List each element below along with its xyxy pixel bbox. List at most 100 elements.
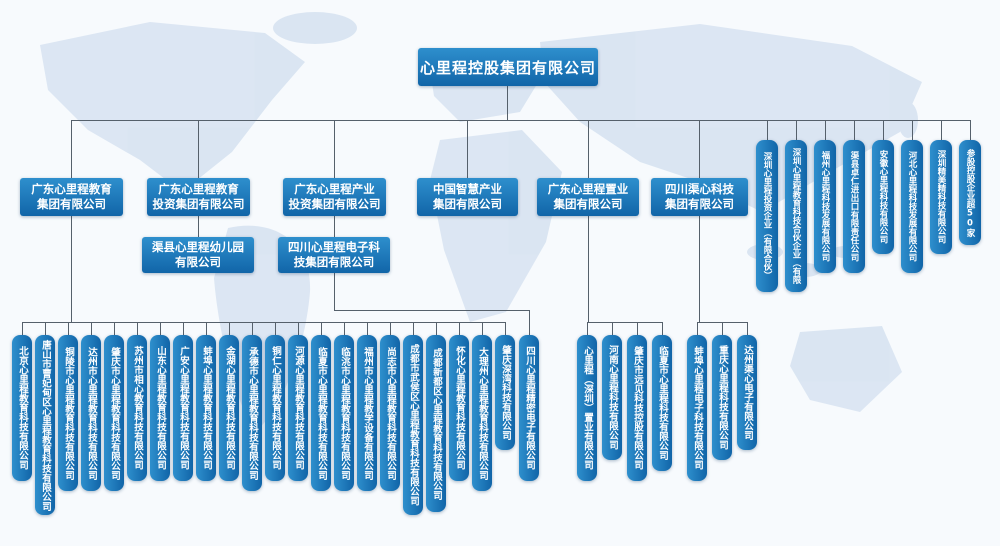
org-leaf-node: 肇庆市远见科技控股有限公司 xyxy=(627,335,647,481)
connector-line xyxy=(825,120,826,140)
connector-line xyxy=(321,322,322,335)
connector-line xyxy=(699,120,700,178)
connector-line xyxy=(507,86,508,120)
connector-line xyxy=(941,120,942,140)
connector-line xyxy=(697,322,698,335)
connector-line xyxy=(137,322,138,335)
org-leaf-node: 心里程（深圳）置业有限公司 xyxy=(577,335,597,481)
connector-line xyxy=(198,120,199,178)
org-leaf-node: 大理州心里程教育科技有限公司 xyxy=(472,335,492,491)
org-leaf-node: 临洮市心里程教育科技有限公司 xyxy=(334,335,354,491)
org-leaf-node: 铜仁心里程教育科技有限公司 xyxy=(265,335,285,481)
connector-line xyxy=(467,120,468,178)
org-node-division-property: 广东心里程置业 集团有限公司 xyxy=(537,178,639,216)
org-leaf-node: 成都新都区心里程教育科技有限公司 xyxy=(426,335,446,512)
connector-line xyxy=(334,310,530,311)
org-leaf-node: 铜陵市心里程教育科技有限公司 xyxy=(58,335,78,491)
org-node-root: 心里程控股集团有限公司 xyxy=(418,48,598,86)
connector-line xyxy=(587,322,663,323)
connector-line xyxy=(854,120,855,140)
org-leaf-node: 尚志市心里程教育科技有限公司 xyxy=(380,335,400,491)
org-node-division-smart-industry: 中国智慧产业 集团有限公司 xyxy=(417,178,518,216)
org-node-division-industry-investment: 广东心里程产业 投资集团有限公司 xyxy=(283,178,386,216)
org-leaf-node: 渠县卓仁进出口有限责任公司 xyxy=(843,140,865,273)
connector-line xyxy=(71,216,72,322)
org-leaf-node: 河南心里程科技有限公司 xyxy=(602,335,622,460)
connector-line xyxy=(334,273,335,310)
connector-line xyxy=(529,310,530,335)
connector-line xyxy=(334,216,335,237)
org-node-electronics-group: 四川心里程电子科 技集团有限公司 xyxy=(278,237,390,273)
connector-line xyxy=(588,120,589,178)
connector-line xyxy=(912,120,913,140)
connector-line xyxy=(662,322,663,335)
org-leaf-node: 参股控股企业超50家 xyxy=(959,140,981,245)
org-leaf-node: 临夏市心里程教育科技有限公司 xyxy=(311,335,331,491)
connector-line xyxy=(22,322,23,335)
connector-line xyxy=(71,120,72,178)
connector-line xyxy=(767,120,768,140)
connector-line xyxy=(588,216,589,322)
connector-line xyxy=(459,322,460,335)
connector-line xyxy=(747,322,748,335)
org-leaf-node: 肇庆市心里程教育科技有限公司 xyxy=(104,335,124,491)
org-leaf-node: 承德市心里程教育科技有限公司 xyxy=(242,335,262,491)
org-node-division-education-investment: 广东心里程教育 投资集团有限公司 xyxy=(147,178,250,216)
org-leaf-node: 达州市心里程教育科技有限公司 xyxy=(81,335,101,491)
connector-line xyxy=(970,120,971,140)
connector-line xyxy=(45,322,46,335)
connector-line xyxy=(505,322,506,335)
connector-line xyxy=(206,322,207,335)
connector-line xyxy=(114,322,115,335)
connector-line xyxy=(334,120,335,178)
connector-line xyxy=(367,322,368,335)
org-leaf-node: 重庆心里程科技有限公司 xyxy=(712,335,732,460)
org-leaf-node: 蚌埠心里程教育科技有限公司 xyxy=(196,335,216,481)
org-leaf-node: 怀化心里程教育科技有限公司 xyxy=(449,335,469,481)
connector-line xyxy=(390,322,391,335)
org-leaf-node: 肇庆深湾科技有限公司 xyxy=(495,335,515,450)
org-leaf-node: 山东心里程教育科技有限公司 xyxy=(150,335,170,481)
connector-line xyxy=(160,322,161,335)
org-leaf-node: 福州心里程科技发展有限公司 xyxy=(814,140,836,273)
org-node-division-education-group: 广东心里程教育 集团有限公司 xyxy=(20,178,123,216)
connector-line xyxy=(298,322,299,335)
connector-line xyxy=(252,322,253,335)
org-leaf-node: 安徽心里程科技有限公司 xyxy=(872,140,894,254)
org-leaf-node: 河源心里程教育科技有限公司 xyxy=(288,335,308,481)
org-leaf-node: 河北心里程科技发展有限公司 xyxy=(901,140,923,273)
org-leaf-node: 广安心里程教育科技有限公司 xyxy=(173,335,193,481)
org-leaf-node: 成都市武侯区心里程教育科技有限公司 xyxy=(403,335,423,515)
connector-line xyxy=(637,322,638,335)
connector-line xyxy=(68,322,69,335)
connector-line xyxy=(796,120,797,140)
org-leaf-node: 临夏市心里程科技有限公司 xyxy=(652,335,672,471)
connector-line xyxy=(344,322,345,335)
connector-line xyxy=(699,216,700,322)
org-node-division-quxin-tech: 四川渠心科技 集团有限公司 xyxy=(651,178,748,216)
org-node-kindergarten: 渠县心里程幼儿园 有限公司 xyxy=(142,237,254,273)
org-leaf-node: 达州渠心电子有限公司 xyxy=(737,335,757,450)
connector-line xyxy=(722,322,723,335)
connector-line xyxy=(91,322,92,335)
org-leaf-node: 蚌埠心里程电子科技有限公司 xyxy=(687,335,707,481)
org-leaf-node: 福州市心里程教学设备有限公司 xyxy=(357,335,377,491)
connector-line xyxy=(482,322,483,335)
org-leaf-node: 深圳精美精科技有限公司 xyxy=(930,140,952,254)
org-leaf-node: 深圳心里程教育科技合伙企业（有限合伙） xyxy=(785,140,807,292)
connector-line xyxy=(436,322,437,335)
org-leaf-node: 唐山市曹妃甸区心里程教育科技有限公司 xyxy=(35,335,55,515)
connector-line xyxy=(275,322,276,335)
org-leaf-node: 金湖心里程教育科技有限公司 xyxy=(219,335,239,481)
connector-line xyxy=(22,322,506,323)
connector-line xyxy=(413,322,414,335)
org-leaf-node: 深圳心里程投资企业（有限合伙） xyxy=(756,140,778,292)
connector-line xyxy=(587,322,588,335)
connector-line xyxy=(612,322,613,335)
connector-line xyxy=(198,216,199,237)
connector-line xyxy=(183,322,184,335)
org-leaf-node: 四川心里程精密电子有限公司 xyxy=(519,335,539,481)
connector-line xyxy=(71,120,971,121)
org-leaf-node: 苏州市相心教育科技有限公司 xyxy=(127,335,147,481)
connector-line xyxy=(883,120,884,140)
